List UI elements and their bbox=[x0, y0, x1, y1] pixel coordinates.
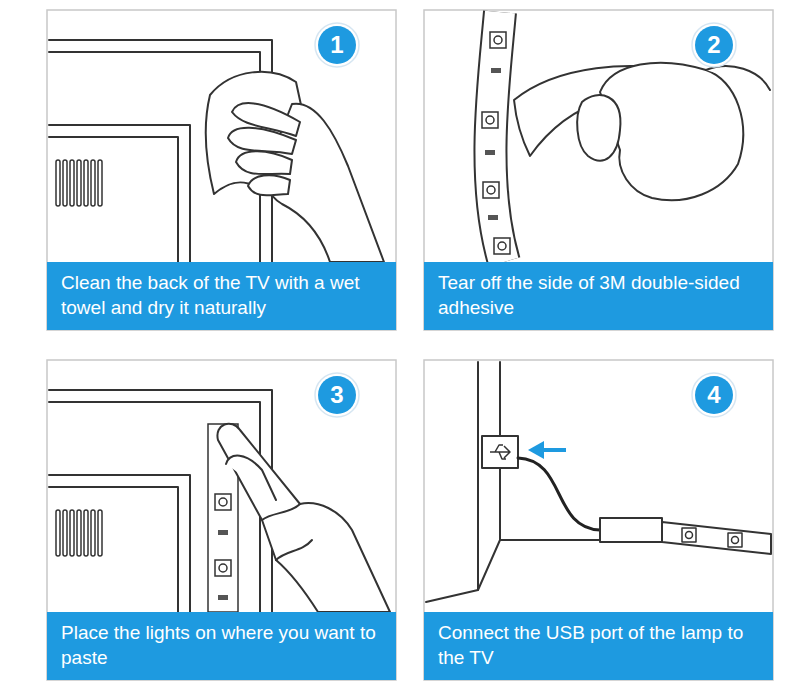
panel-frame bbox=[424, 10, 773, 330]
number-circle bbox=[695, 26, 733, 64]
tv-panel bbox=[49, 125, 190, 262]
step-number: 3 bbox=[314, 372, 360, 418]
led-chip bbox=[215, 494, 231, 510]
finger bbox=[226, 456, 276, 500]
caption-band: Connect the USB port of the lamp to the … bbox=[424, 612, 773, 680]
led-chip bbox=[498, 242, 506, 250]
led-chip bbox=[215, 560, 231, 576]
step-number: 2 bbox=[691, 22, 737, 68]
led-chip bbox=[486, 116, 494, 124]
caption-text: Connect the USB port of the lamp to the … bbox=[438, 621, 759, 670]
number-ring bbox=[315, 23, 359, 67]
insert-arrow bbox=[528, 441, 544, 459]
finger bbox=[228, 128, 296, 154]
led-chip bbox=[483, 182, 499, 198]
step-number: 1 bbox=[314, 22, 360, 68]
vent-slot bbox=[98, 160, 102, 206]
led-chip bbox=[219, 564, 227, 572]
tv-panel bbox=[49, 487, 178, 612]
step-number-text: 4 bbox=[707, 383, 720, 407]
vent-slot bbox=[56, 510, 60, 556]
number-circle bbox=[695, 376, 733, 414]
caption-text: Clean the back of the TV with a wet towe… bbox=[61, 271, 382, 320]
tv-frame bbox=[49, 390, 272, 612]
finger bbox=[276, 540, 312, 560]
resistor-chip bbox=[485, 150, 495, 155]
step-number-text: 2 bbox=[707, 33, 720, 57]
number-ring bbox=[692, 23, 736, 67]
vent-slot bbox=[77, 160, 81, 206]
pointing-hand bbox=[217, 424, 390, 612]
vent-slot bbox=[91, 160, 95, 206]
led-strip bbox=[490, 12, 504, 262]
number-ring bbox=[692, 373, 736, 417]
vent-slot bbox=[98, 510, 102, 556]
vent-slot bbox=[56, 160, 60, 206]
led-chip bbox=[682, 528, 696, 542]
resistor-chip bbox=[218, 595, 228, 600]
usb-cable bbox=[518, 458, 600, 530]
resistor-chip bbox=[218, 530, 228, 535]
tv-panel bbox=[49, 475, 190, 612]
panel-frame bbox=[47, 360, 396, 680]
vent-slot bbox=[63, 510, 67, 556]
wrist bbox=[706, 66, 770, 90]
step-number-text: 3 bbox=[330, 383, 343, 407]
number-circle bbox=[318, 26, 356, 64]
controller-box bbox=[600, 518, 662, 542]
caption-band: Tear off the side of 3M double-sided adh… bbox=[424, 262, 773, 330]
led-strip bbox=[490, 12, 504, 262]
vent-slot bbox=[70, 160, 74, 206]
floor-edge bbox=[426, 540, 500, 602]
finger bbox=[248, 175, 290, 195]
caption-band: Place the lights on where you want to pa… bbox=[47, 612, 396, 680]
caption-band: Clean the back of the TV with a wet towe… bbox=[47, 262, 396, 330]
led-chip bbox=[686, 532, 693, 539]
vent-slot bbox=[84, 510, 88, 556]
step-number-text: 1 bbox=[330, 33, 343, 57]
led-chip bbox=[482, 112, 498, 128]
caption-text: Place the lights on where you want to pa… bbox=[61, 621, 382, 670]
led-chip bbox=[219, 498, 227, 506]
led-chip bbox=[494, 36, 502, 44]
led-chip bbox=[732, 537, 739, 544]
step-number: 4 bbox=[691, 372, 737, 418]
finger bbox=[262, 504, 300, 520]
caption-text: Tear off the side of 3M double-sided adh… bbox=[438, 271, 759, 320]
resistor-chip bbox=[488, 215, 498, 220]
usb-plug bbox=[482, 436, 518, 468]
number-circle bbox=[318, 376, 356, 414]
vent-slot bbox=[77, 510, 81, 556]
thumb bbox=[577, 95, 620, 161]
tv-side bbox=[477, 362, 479, 590]
led-chip bbox=[487, 186, 495, 194]
tv-panel bbox=[49, 137, 178, 262]
panel-frame bbox=[47, 10, 396, 330]
usb-symbol bbox=[490, 445, 510, 459]
number-ring bbox=[315, 373, 359, 417]
vent-slot bbox=[70, 510, 74, 556]
hand bbox=[600, 63, 743, 200]
vent-slot bbox=[63, 160, 67, 206]
led-strip bbox=[662, 522, 771, 554]
led-chip bbox=[494, 238, 510, 254]
vent-slot bbox=[91, 510, 95, 556]
panel-frame bbox=[424, 360, 773, 680]
led-chip bbox=[490, 32, 506, 48]
resistor-chip bbox=[491, 68, 501, 73]
finger bbox=[236, 151, 292, 174]
vent-slot bbox=[84, 160, 88, 206]
led-chip bbox=[728, 533, 742, 547]
